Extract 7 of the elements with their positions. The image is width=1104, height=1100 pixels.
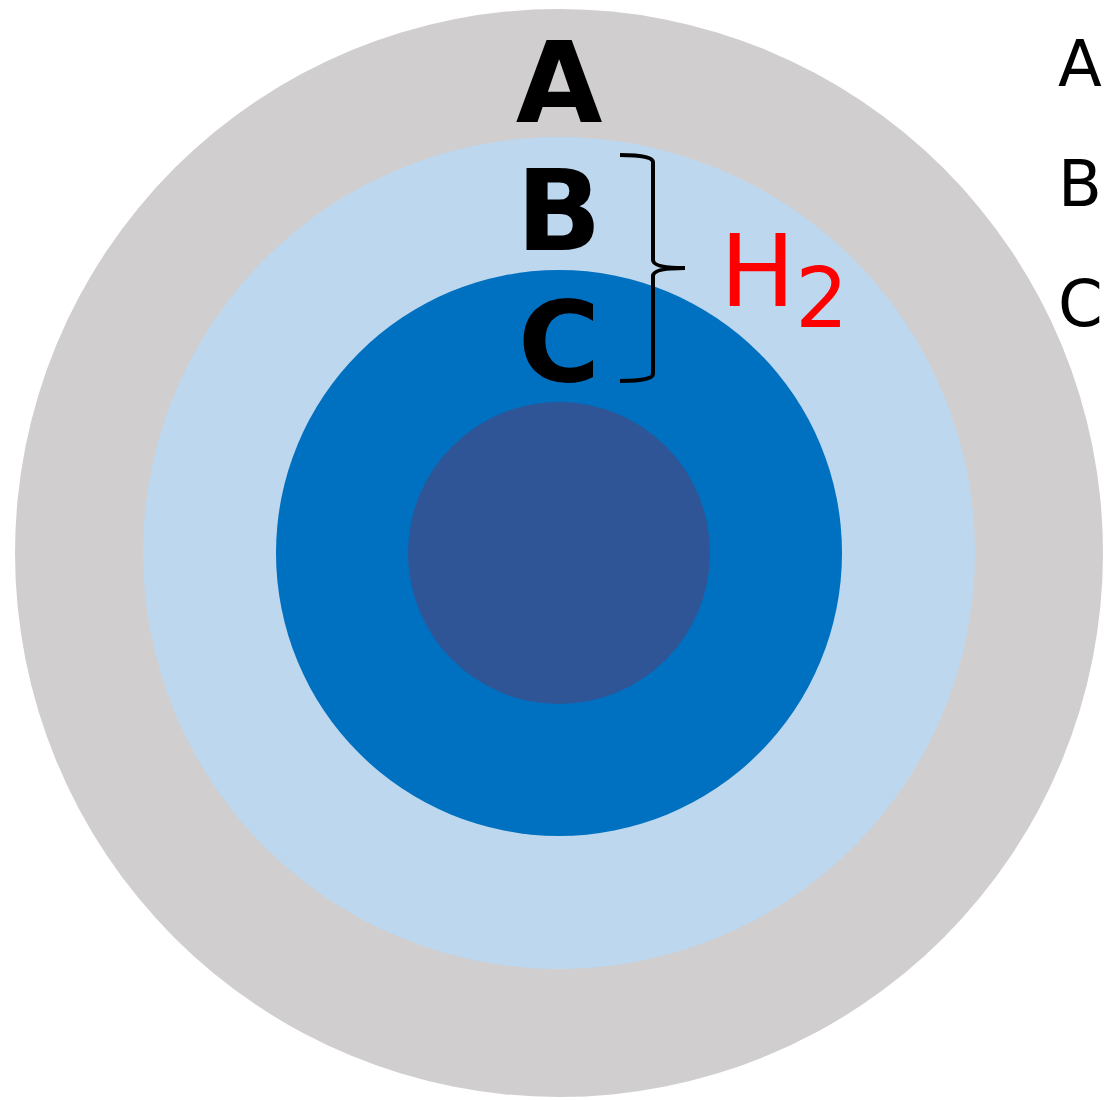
- legend-letter: B: [1058, 152, 1102, 216]
- dimension-label: H$_{2}$: [720, 222, 849, 341]
- legend-letter: C: [1058, 272, 1103, 336]
- layer-letter: B: [516, 155, 602, 267]
- layer-letter: C: [517, 286, 601, 398]
- legend-letter: A: [1058, 32, 1102, 96]
- layer-letter: A: [515, 27, 603, 139]
